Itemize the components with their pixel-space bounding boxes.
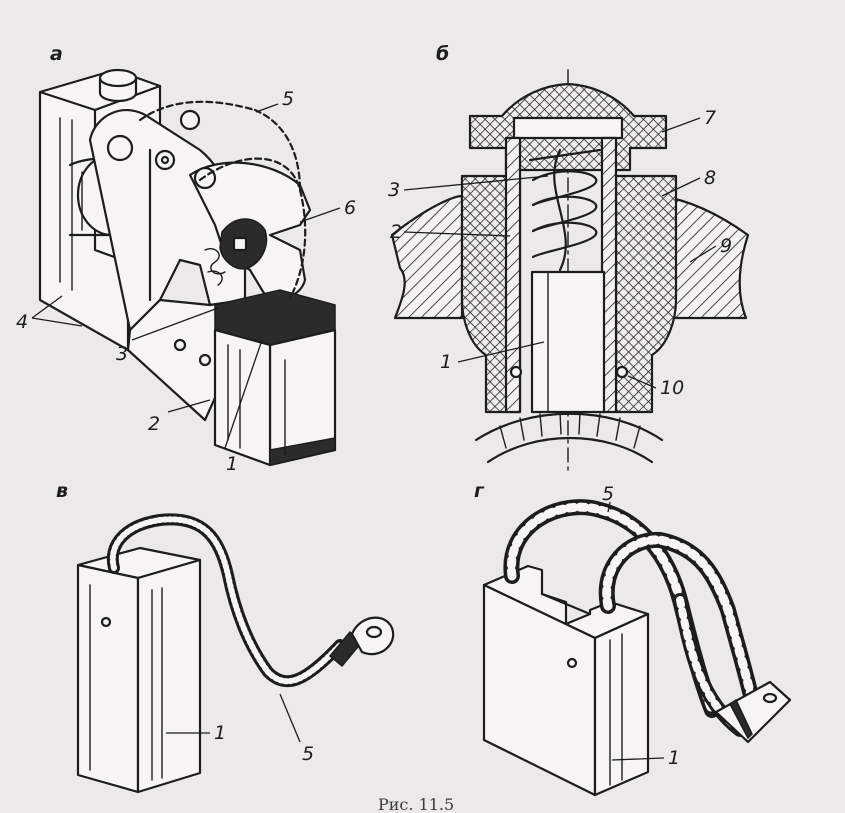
callout-b-9: 9 — [720, 235, 732, 257]
callout-v-5: 5 — [302, 743, 314, 765]
lug-terminal-g — [714, 680, 792, 744]
chain-lead — [138, 100, 307, 300]
spring — [528, 148, 602, 272]
brush-holder-body — [38, 68, 337, 467]
braided-leads-g — [503, 499, 760, 737]
panel-a-label: а — [50, 43, 63, 65]
callout-a-5: 5 — [282, 88, 294, 110]
figure-caption: Рис. 11.5 — [378, 795, 454, 813]
panel-a: а — [16, 43, 356, 475]
braided-lead-v — [106, 513, 346, 688]
panel-v: в 1 5 — [56, 480, 395, 794]
callout-a-2: 2 — [148, 413, 160, 435]
callout-v-1: 1 — [214, 722, 226, 744]
callout-b-7: 7 — [704, 107, 716, 129]
panel-b-label: б — [436, 43, 449, 65]
callout-b-1: 1 — [440, 351, 452, 373]
lug-terminal — [328, 616, 395, 668]
callout-b-10: 10 — [660, 377, 684, 399]
panel-b: б — [388, 43, 750, 471]
callout-g-1: 1 — [668, 747, 680, 769]
panel-g-label: г — [474, 480, 485, 502]
callout-b-3: 3 — [388, 179, 400, 201]
callout-a-3: 3 — [116, 343, 128, 365]
callout-g-5: 5 — [602, 483, 614, 505]
callout-a-6: 6 — [344, 197, 356, 219]
callout-b-8: 8 — [704, 167, 716, 189]
callout-a-4: 4 — [16, 311, 28, 333]
brush-block-g — [482, 564, 650, 797]
callout-b-2: 2 — [390, 221, 402, 243]
callout-a-1: 1 — [226, 453, 238, 475]
panel-g: г 5 1 — [474, 480, 792, 797]
panel-v-label: в — [56, 480, 68, 502]
housing — [390, 194, 464, 320]
commutator — [474, 411, 664, 464]
brush-block-v — [76, 546, 202, 794]
